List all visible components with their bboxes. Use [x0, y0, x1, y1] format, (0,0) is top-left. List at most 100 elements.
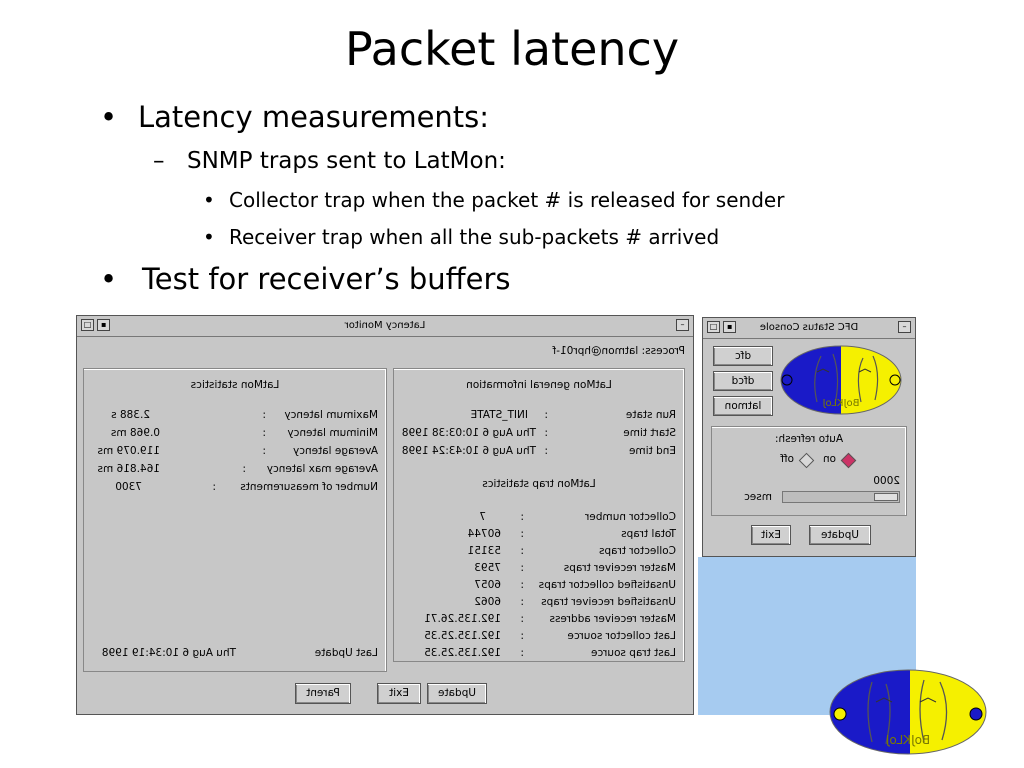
bullet-text: SNMP traps sent to LatMon: [187, 148, 506, 174]
radio-on-indicator[interactable] [840, 452, 857, 469]
row-value: 192.135.25.35 [424, 630, 501, 642]
stat-row: Maximum latency : 2.388 s [88, 409, 378, 423]
bullet-text: Receiver trap when all the sub-packets #… [229, 225, 720, 249]
trap-row: Last trap source : 192.135.25.35 [401, 647, 676, 661]
row-colon: : [520, 647, 524, 659]
trap-row: Last collector source : 192.135.25.35 [401, 630, 676, 644]
row-colon: : [520, 511, 524, 523]
trap-row: Collector traps : 53151 [401, 545, 676, 559]
maximize-button[interactable]: □ [81, 319, 94, 331]
bullet-item: –SNMP traps sent to LatMon: [153, 148, 506, 174]
row-colon: : [520, 579, 524, 591]
auto-refresh-radios: on off [744, 452, 857, 469]
maximize-button[interactable]: □ [707, 321, 720, 333]
row-colon: : [520, 562, 524, 574]
bullet-marker: • [100, 100, 118, 134]
row-value: 7 [479, 511, 486, 523]
row-label: Unsatisfied receiver traps [541, 596, 676, 608]
row-label: Total traps [621, 528, 676, 540]
row-value: 53151 [467, 545, 501, 557]
radio-on-label: on [822, 453, 836, 465]
window-menu-button[interactable]: – [898, 321, 911, 333]
row-colon: : [544, 409, 548, 421]
console-exit-button[interactable]: Exit [751, 525, 791, 545]
last-update-row: Last Update Thu Aug 6 10:34:19 1998 [88, 647, 378, 661]
last-update-label: Last Update [314, 647, 378, 659]
parent-button[interactable]: Parent [295, 683, 351, 704]
window-title: DFC Status Console [759, 322, 859, 333]
row-colon: : [544, 445, 548, 457]
row-label: Maximum latency [284, 409, 378, 421]
bullet-item: •Receiver trap when all the sub-packets … [203, 225, 719, 249]
row-colon: : [520, 596, 524, 608]
stat-row: Number of measurements : 7300 [88, 481, 378, 495]
row-label: Master receiver address [549, 613, 676, 625]
general-info-heading: LatMon general information [466, 379, 612, 391]
row-value: 0.968 ms [110, 427, 160, 439]
row-colon: : [520, 528, 524, 540]
stat-row: Average max latency : 164.816 ms [88, 463, 378, 477]
statistics-heading: LatMon statistics [190, 379, 280, 391]
trap-stats-heading: LatMon trap statistics [482, 478, 596, 490]
trap-row: Unsatisfied receiver traps : 6062 [401, 596, 676, 610]
row-colon: : [544, 427, 548, 439]
logo-image: BoJKLoJ [780, 345, 902, 415]
status-console-window: DFC Status Console – ▪ □ BoJKLoJ dfc dfc… [702, 317, 916, 557]
radio-off-indicator[interactable] [798, 452, 815, 469]
process-label: Process: latmon@hpr01-f [552, 345, 685, 357]
row-value: Thu Aug 6 10:03:38 1998 [401, 427, 536, 439]
bullet-item: •Test for receiver’s buffers [100, 262, 511, 296]
bullet-text: Latency measurements: [138, 100, 490, 134]
row-colon: : [520, 545, 524, 557]
slider-handle[interactable] [874, 493, 898, 501]
dfcd-button[interactable]: dfcd [713, 371, 773, 391]
row-label: Average latency [292, 445, 378, 457]
row-value: 164.816 ms [97, 463, 160, 475]
info-row: End time : Thu Aug 6 10:43:24 1998 [401, 445, 676, 459]
row-value: 119.079 ms [97, 445, 160, 457]
refresh-slider[interactable] [782, 491, 900, 503]
info-row: Start time : Thu Aug 6 10:03:38 1998 [401, 427, 676, 441]
trap-row: Master receiver address : 192.135.26.71 [401, 613, 676, 627]
embedded-screenshot: Latency Monitor – ▪ □ Process: latmon@hp… [76, 315, 916, 715]
stat-row: Average latency : 119.079 ms [88, 445, 378, 459]
bullet-text: Collector trap when the packet # is rele… [229, 188, 785, 212]
refresh-value: 2000 [873, 475, 900, 487]
latency-monitor-window: Latency Monitor – ▪ □ Process: latmon@hp… [76, 315, 694, 715]
console-update-button[interactable]: Update [809, 525, 871, 545]
general-info-group: LatMon general information Run state : I… [393, 368, 685, 662]
row-value: 6057 [474, 579, 501, 591]
row-label: End time [628, 445, 676, 457]
bullet-marker: • [203, 188, 215, 212]
stat-row: Minimum latency : 0.968 ms [88, 427, 378, 441]
update-button[interactable]: Update [427, 683, 487, 704]
minimize-button[interactable]: ▪ [97, 319, 110, 331]
row-label: Minimum latency [287, 427, 378, 439]
dfc-button[interactable]: dfc [713, 346, 773, 366]
bullet-item: • Collector trap when the packet # is rel… [203, 188, 784, 212]
row-label: Master receiver traps [563, 562, 676, 574]
row-value: INIT_STATE [470, 409, 528, 421]
row-colon: : [520, 613, 524, 625]
row-colon: : [262, 427, 266, 439]
exit-button[interactable]: Exit [377, 683, 421, 704]
row-value: 7300 [115, 481, 142, 493]
row-colon: : [262, 409, 266, 421]
row-label: Run state [625, 409, 676, 421]
refresh-unit: msec [744, 491, 772, 503]
latmon-button[interactable]: latmon [713, 396, 773, 416]
window-titlebar: Latency Monitor – ▪ □ [77, 316, 693, 337]
row-label: Unsatisfied collector traps [538, 579, 676, 591]
row-label: Average max latency [266, 463, 378, 475]
window-title: Latency Monitor [344, 320, 426, 331]
row-value: 7593 [474, 562, 501, 574]
row-value: 192.135.25.35 [424, 647, 501, 659]
minimize-button[interactable]: ▪ [723, 321, 736, 333]
row-label: Last trap source [591, 647, 676, 659]
window-menu-button[interactable]: – [676, 319, 689, 331]
row-colon: : [262, 445, 266, 457]
footer-logo-image: BoJKLoJ [829, 669, 987, 755]
row-label: Number of measurements [240, 481, 378, 493]
slide-title: Packet latency [344, 22, 680, 76]
row-label: Collector number [585, 511, 676, 523]
